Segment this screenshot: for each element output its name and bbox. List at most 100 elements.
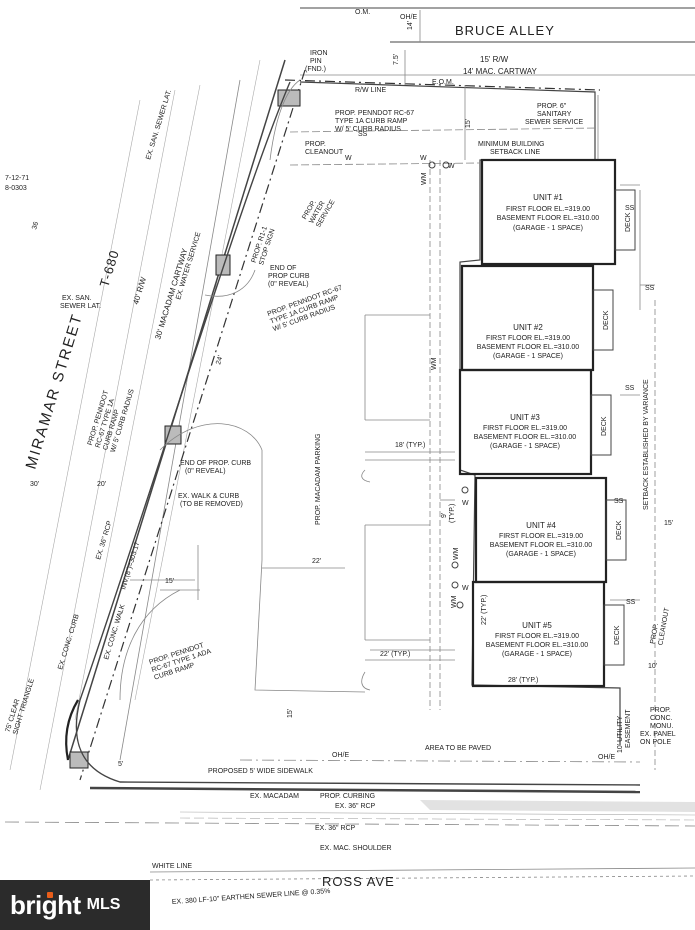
brand-suffix: MLS	[86, 896, 121, 913]
unit-garage: (GARAGE - 1 SPACE)	[513, 225, 583, 232]
w-label: W	[462, 585, 469, 592]
unit-first-floor: FIRST FLOOR EL.=319.00	[499, 533, 583, 540]
svg-text:W/ 5' CURB RADIUS: W/ 5' CURB RADIUS	[335, 126, 401, 133]
white-line: WHITE LINE	[152, 863, 192, 870]
unit-garage: (GARAGE - 1 SPACE)	[490, 443, 560, 450]
miramar-street-label: MIRAMAR STREET	[23, 311, 87, 471]
dim-15-mid: 15'	[165, 578, 174, 585]
svg-text:PIN: PIN	[310, 58, 322, 65]
cleanout-right-note: PROP. CLEANOUT	[650, 607, 672, 646]
ross-ave-area: ROSS AVE	[4, 786, 695, 889]
unit-garage: (GARAGE - 1 SPACE)	[506, 551, 576, 558]
dim-22-unit5: 22' (TYP.)	[481, 595, 488, 625]
road-label-3: EX. 36" RCP	[95, 520, 114, 561]
ss-label: SS	[625, 205, 635, 212]
dim-9: 9' (TYP.)	[441, 504, 456, 523]
unit-name: UNIT #1	[533, 193, 563, 202]
bright-mls-logo: bright MLS	[0, 880, 150, 930]
unit-first-floor: FIRST FLOOR EL.=319.00	[486, 335, 570, 342]
ss-label: SS	[645, 285, 655, 292]
svg-text:END OF PROP. CURB: END OF PROP. CURB	[180, 460, 251, 467]
panel-note: EX. PANEL ON POLE	[640, 731, 676, 746]
w-label: W	[345, 155, 352, 162]
ada-ramp-note: PROP. PENNDOT RC-67 TYPE 1 ADA CURB RAMP	[148, 642, 212, 682]
ross-ave-label: ROSS AVE	[322, 874, 395, 889]
svg-text:END OF: END OF	[270, 265, 296, 272]
svg-text:EX. SAN.: EX. SAN.	[62, 295, 92, 302]
ramp-top-note: PROP. PENNDOT RC-67 TYPE 1A CURB RAMP W/…	[335, 110, 414, 133]
dim-15-top: 15'	[465, 119, 472, 128]
ohe-top-label: OH/E	[400, 14, 417, 21]
dim-15-low: 15'	[287, 709, 294, 718]
svg-text:PROP.: PROP.	[305, 141, 326, 148]
svg-text:EX. WALK & CURB: EX. WALK & CURB	[178, 493, 240, 500]
ref-label: 8-0303	[5, 185, 27, 192]
w-label: W	[462, 500, 469, 507]
unit-deck: DECK	[614, 625, 621, 645]
w-label: W	[420, 155, 427, 162]
svg-text:PROP.: PROP.	[650, 623, 661, 645]
unit-3: UNIT #3 FIRST FLOOR EL.=319.00 BASEMENT …	[458, 368, 612, 476]
svg-text:SANITARY: SANITARY	[537, 111, 572, 118]
unit-basement-floor: BASEMENT FLOOR EL.=310.00	[477, 344, 579, 351]
rw-40-label: 40' R/W	[131, 276, 148, 306]
svg-text:CLEANOUT: CLEANOUT	[305, 149, 344, 156]
dim-75-label: 7.5'	[393, 54, 400, 65]
ex-rcp-1: EX. 36" RCP	[335, 803, 376, 810]
svg-text:SETBACK LINE: SETBACK LINE	[490, 149, 541, 156]
rw-15-label: 15' R/W	[480, 55, 509, 64]
mac-14-label: 14' MAC. CARTWAY	[463, 67, 538, 76]
end-curb-1-note: END OF PROP CURB (0" REVEAL)	[268, 265, 310, 288]
wm-label: WM	[421, 172, 428, 185]
unit-5: UNIT #5 FIRST FLOOR EL.=319.00 BASEMENT …	[471, 580, 625, 688]
svg-text:(FND.): (FND.)	[305, 66, 326, 73]
ohe-label: OH/E	[332, 752, 349, 759]
wm-label: WM	[431, 357, 438, 370]
wm-label: WM	[451, 595, 458, 608]
sidewalk-label: PROPOSED 5' WIDE SIDEWALK	[208, 768, 313, 775]
eom-label: E.O.M.	[432, 79, 454, 86]
unit-2: UNIT #2 FIRST FLOOR EL.=319.00 BASEMENT …	[460, 264, 614, 372]
unit-first-floor: FIRST FLOOR EL.=319.00	[495, 633, 579, 640]
svg-text:MONU.: MONU.	[650, 723, 673, 730]
ex-macadam: EX. MACADAM	[250, 793, 299, 800]
ss-label: SS	[358, 131, 368, 138]
dim-18: 18' (TYP.)	[395, 442, 425, 449]
unit-deck: DECK	[625, 212, 632, 232]
unit-name: UNIT #3	[510, 413, 540, 422]
svg-text:PROP.: PROP.	[650, 707, 671, 714]
unit-name: UNIT #4	[526, 521, 556, 530]
cleanout-top-note: PROP. CLEANOUT	[305, 141, 344, 156]
unit-deck: DECK	[601, 416, 608, 436]
ss-label: SS	[614, 498, 624, 505]
svg-text:10' UTILITY: 10' UTILITY	[617, 716, 624, 753]
date-label: 7-12-71	[5, 175, 29, 182]
svg-text:EASEMENT: EASEMENT	[625, 709, 632, 748]
unit-basement-floor: BASEMENT FLOOR EL.=310.00	[474, 434, 576, 441]
unit-garage: (GARAGE - 1 SPACE)	[502, 651, 572, 658]
road-label-1: EX. SAN. SEWER LAT.	[145, 89, 173, 161]
rw-line-label: R/W LINE	[355, 87, 386, 94]
brand-text: bright	[10, 889, 81, 920]
dim-28: 28' (TYP.)	[508, 677, 538, 684]
utility-lines	[239, 85, 656, 770]
parking-label: PROP. MACADAM PARKING	[315, 433, 322, 525]
svg-text:(0" REVEAL): (0" REVEAL)	[268, 281, 309, 288]
svg-text:SEWER LAT.: SEWER LAT.	[60, 303, 101, 310]
annotations: PROP. 6" SANITARY SEWER SERVICE MINIMUM …	[5, 103, 676, 906]
unit-basement-floor: BASEMENT FLOOR EL.=310.00	[490, 542, 592, 549]
ex-conc-walk: EX. CONC. WALK	[103, 603, 127, 660]
dim-10: 10'	[648, 663, 657, 670]
dim-30-label: 30'	[30, 481, 39, 488]
stop-sign-note: PROP. R1-1 STOP SIGN	[251, 225, 277, 266]
unit-garage: (GARAGE - 1 SPACE)	[493, 353, 563, 360]
site-boundary	[65, 79, 641, 786]
unit-4: UNIT #4 FIRST FLOOR EL.=319.00 BASEMENT …	[474, 476, 627, 584]
sight-triangle-note: 75' CLEAR SIGHT TRIANGLE	[5, 678, 36, 736]
brand-dot-icon	[47, 892, 53, 898]
sewer-bottom: EX. 380 LF-10" EARTHEN SEWER LINE @ 0.35…	[172, 888, 331, 906]
prop-curbing: PROP. CURBING	[320, 793, 375, 800]
svg-text:(TO BE REMOVED): (TO BE REMOVED)	[180, 501, 243, 508]
unit-1: UNIT #1 FIRST FLOOR EL.=319.00 BASEMENT …	[480, 158, 636, 266]
ohe-label: OH/E	[598, 754, 615, 761]
